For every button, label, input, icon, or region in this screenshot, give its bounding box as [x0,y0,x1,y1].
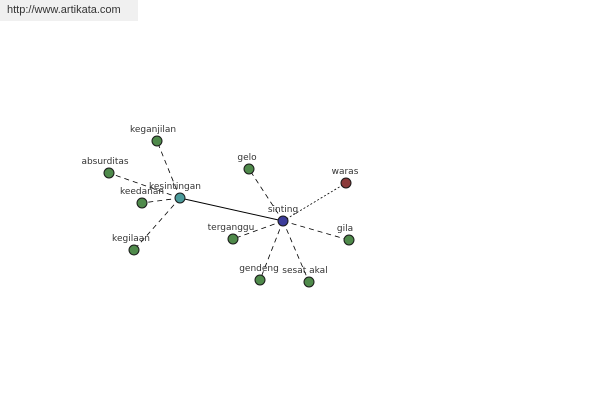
node-dot-sesat-akal[interactable] [303,276,315,288]
edge-sinting-gelo [248,168,284,222]
edge-kesintingan-kegilaan [133,197,181,251]
edges-layer [108,140,350,283]
node-dot-keedanan[interactable] [136,197,148,209]
node-dot-terganggu[interactable] [227,233,239,245]
node-kegilaan[interactable]: kegilaan [112,234,150,256]
edge-sinting-kesintingan [179,197,284,222]
node-dot-absurditas[interactable] [103,167,115,179]
node-kesintingan[interactable]: kesintingan [149,182,201,204]
edge-sinting-sesat-akal [282,220,310,283]
node-label-kesintingan: kesintingan [149,182,201,192]
node-dot-gendeng[interactable] [254,274,266,286]
node-sesat-akal[interactable]: sesat akal [282,266,328,288]
node-gendeng[interactable]: gendeng [239,264,279,286]
node-label-gendeng: gendeng [239,264,279,274]
edge-sinting-waras [282,182,347,222]
node-dot-gelo[interactable] [243,163,255,175]
node-dot-gila[interactable] [343,234,355,246]
node-dot-kegilaan[interactable] [128,244,140,256]
node-label-terganggu: terganggu [208,223,255,233]
node-gila[interactable]: gila [337,224,355,246]
node-label-sesat-akal: sesat akal [282,266,327,276]
edge-sinting-gendeng [259,220,284,281]
node-sinting[interactable]: sinting [268,205,298,227]
source-url-link[interactable]: http://www.artikata.com [0,0,138,21]
node-label-gelo: gelo [237,153,257,163]
node-label-absurditas: absurditas [81,157,128,167]
node-keedanan[interactable]: keedanan [120,187,164,209]
node-dot-keganjilan[interactable] [151,135,163,147]
node-dot-waras[interactable] [340,177,352,189]
node-gelo[interactable]: gelo [237,153,257,175]
node-label-gila: gila [337,224,353,234]
nodes-layer: sinting kesintingan keganjilan absurditas ke… [81,125,359,288]
node-label-sinting: sinting [268,205,298,215]
node-label-keganjilan: keganjilan [130,125,176,135]
node-keganjilan[interactable]: keganjilan [130,125,176,147]
node-terganggu[interactable]: terganggu [208,223,255,245]
node-dot-sinting[interactable] [277,215,289,227]
node-label-keedanan: keedanan [120,187,164,197]
node-dot-kesintingan[interactable] [174,192,186,204]
node-waras[interactable]: waras [332,167,359,189]
node-absurditas[interactable]: absurditas [81,157,129,179]
node-label-waras: waras [332,167,359,177]
edge-kesintingan-keedanan [141,197,181,204]
edge-kesintingan-absurditas [108,172,181,199]
node-label-kegilaan: kegilaan [112,234,150,244]
edge-sinting-gila [282,220,350,241]
edge-kesintingan-keganjilan [156,140,181,199]
